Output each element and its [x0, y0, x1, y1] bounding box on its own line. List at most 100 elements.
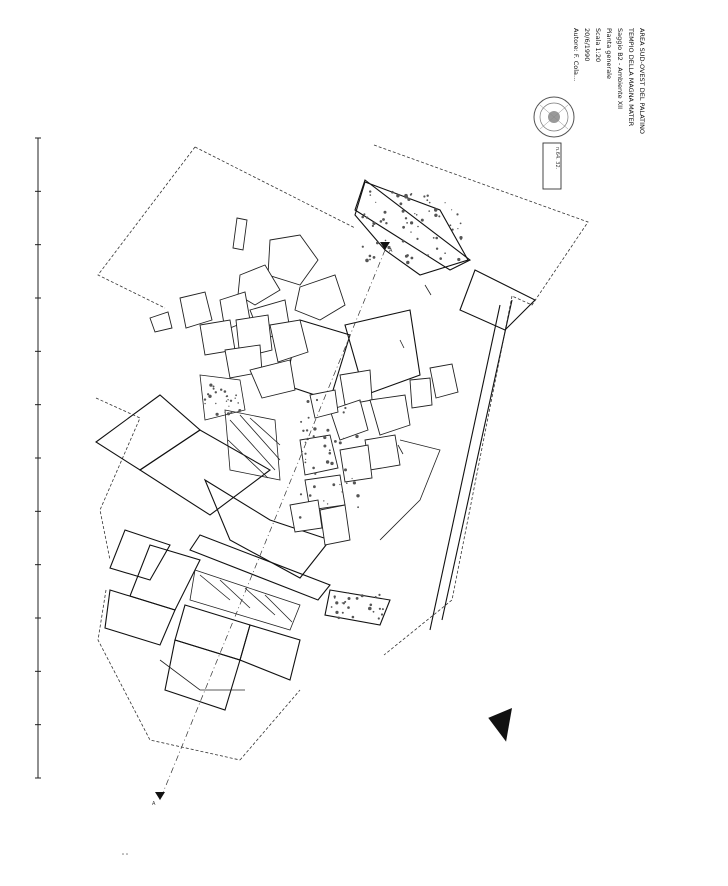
- stipple-dot: [416, 237, 419, 240]
- stipple-dot: [410, 221, 414, 225]
- stipple-dot: [355, 597, 359, 600]
- stipple-dot: [223, 390, 227, 393]
- stipple-dot: [306, 400, 310, 403]
- stipple-dot: [456, 213, 459, 216]
- stipple-dot: [406, 260, 410, 265]
- stipple-dot: [368, 254, 372, 258]
- stipple-dot: [459, 236, 463, 240]
- stipple-dot: [308, 494, 312, 497]
- stipple-dot: [369, 603, 373, 607]
- grid-marks: [397, 284, 432, 455]
- stipple-dot: [360, 594, 364, 598]
- stipple-dot: [375, 201, 377, 203]
- stipple-dot: [325, 460, 330, 464]
- stipple-dot: [342, 437, 345, 439]
- stipple-dot: [369, 194, 372, 196]
- stipple-dot: [214, 391, 217, 394]
- stipple-dot: [208, 394, 212, 398]
- stipple-dot: [323, 444, 327, 448]
- stipple-dot: [341, 611, 344, 614]
- stipple-dot: [304, 452, 307, 455]
- stipple-dot: [230, 411, 233, 414]
- stipple-dot: [341, 602, 343, 604]
- stipple-dot: [407, 197, 411, 201]
- stipple-dot: [459, 222, 462, 225]
- stipple-dot: [391, 190, 394, 194]
- stipple-dot: [312, 466, 315, 470]
- stipple-dot: [209, 383, 213, 387]
- stipple-dot: [204, 402, 206, 405]
- section-label-end: A: [152, 801, 156, 807]
- stipple-dot: [215, 402, 217, 405]
- stipple-dot: [323, 435, 327, 440]
- title-line-3: Saggio B2 - Ambiente XII: [616, 28, 624, 109]
- stipple-dot: [426, 199, 429, 202]
- stipple-dot: [228, 405, 230, 407]
- stipple-dot: [328, 449, 331, 452]
- stipple-dot: [226, 412, 231, 416]
- stipple-dot: [342, 411, 345, 414]
- stipple-dot: [365, 258, 369, 263]
- stipple-dot: [220, 388, 223, 391]
- stipple-dot: [374, 596, 377, 598]
- title-line-1: AREA SUD-OVEST DEL PALATINO: [638, 28, 646, 134]
- stipple-dot: [372, 610, 375, 613]
- title-line-2: TEMPIO DELLA MAGNA MATER: [627, 27, 635, 127]
- stipple-dot: [382, 218, 385, 221]
- stipple-dot: [451, 228, 454, 231]
- stipple-dot: [341, 491, 343, 493]
- stipple-dot: [323, 500, 325, 502]
- title-line-6: 20/6/1990: [583, 28, 591, 61]
- stipple-dot: [342, 602, 345, 605]
- stipple-dot: [330, 606, 333, 608]
- stipple-dot: [444, 252, 446, 254]
- stipple-dot: [457, 257, 461, 262]
- stone-blocks: [149, 217, 459, 546]
- stipple-dot: [315, 398, 319, 402]
- stipple-dot: [234, 397, 236, 399]
- stipple-dot: [225, 400, 228, 402]
- stipple-dot: [238, 409, 242, 412]
- stipple-dot: [435, 247, 439, 250]
- stipple-dot: [439, 257, 443, 260]
- stipple-dot: [333, 595, 336, 598]
- stipple-dot: [404, 254, 408, 258]
- stipple-dot: [351, 615, 355, 619]
- stipple-dot: [361, 245, 364, 248]
- stipple-dot: [369, 258, 371, 261]
- stipple-dot: [380, 613, 384, 616]
- title-line-7: Autore: F. Cola...: [572, 28, 580, 81]
- stipple-dot: [229, 399, 233, 402]
- stray-marks: [122, 853, 128, 855]
- stipple-dot: [417, 225, 419, 228]
- stipple-dot: [305, 429, 309, 432]
- stipple-dot: [401, 209, 405, 213]
- stipple-dot: [435, 236, 439, 240]
- stipple-dot: [434, 213, 438, 217]
- stipple-dot: [314, 472, 317, 475]
- stipple-dot: [434, 208, 438, 212]
- stipple-dot: [313, 485, 316, 489]
- stipple-dot: [428, 201, 431, 204]
- title-line-5: Scala 1:20: [594, 28, 602, 62]
- stipple-dot: [330, 461, 334, 466]
- stipple-dot: [401, 239, 405, 243]
- stipple-dot: [347, 606, 350, 609]
- stipple-dot: [451, 209, 453, 211]
- stipple-dot: [326, 503, 329, 505]
- stipple-dot: [460, 238, 462, 241]
- stipple-dot: [376, 241, 379, 245]
- stipple-dot: [426, 194, 429, 197]
- stipple-dot: [235, 394, 238, 397]
- stipple-dot: [399, 202, 403, 206]
- stipple-dot: [203, 398, 207, 401]
- stipple-dot: [366, 216, 369, 219]
- walls: [95, 179, 536, 711]
- stipple-dot: [344, 406, 347, 410]
- stipple-dot: [212, 385, 215, 388]
- stipple-dot: [384, 239, 387, 242]
- stipple-dot: [438, 215, 441, 218]
- stipple-dot: [381, 608, 384, 611]
- stipple-dot: [332, 483, 336, 487]
